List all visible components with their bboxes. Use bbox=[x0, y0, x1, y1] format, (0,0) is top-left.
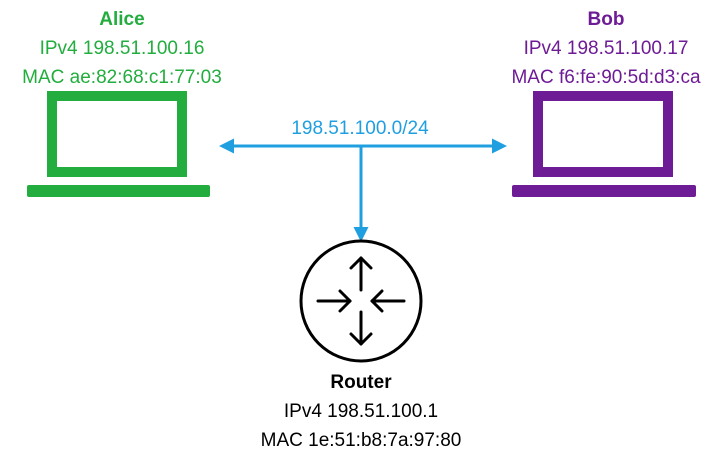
router-icon bbox=[299, 239, 423, 363]
bob-ip: IPv4 198.51.100.17 bbox=[524, 38, 689, 59]
router-name: Router bbox=[330, 372, 392, 393]
alice-mac: MAC ae:82:68:c1:77:03 bbox=[22, 67, 222, 88]
laptop-icon bbox=[512, 91, 696, 197]
alice-ip: IPv4 198.51.100.16 bbox=[40, 38, 205, 59]
bob-mac: MAC f6:fe:90:5d:d3:ca bbox=[511, 67, 700, 88]
router-ip: IPv4 198.51.100.1 bbox=[284, 401, 438, 422]
bob-name: Bob bbox=[588, 9, 625, 30]
alice-name: Alice bbox=[99, 9, 144, 30]
router-mac: MAC 1e:51:b8:7a:97:80 bbox=[261, 430, 462, 451]
network-subnet-label: 198.51.100.0/24 bbox=[291, 118, 429, 139]
laptop-icon bbox=[27, 91, 210, 197]
